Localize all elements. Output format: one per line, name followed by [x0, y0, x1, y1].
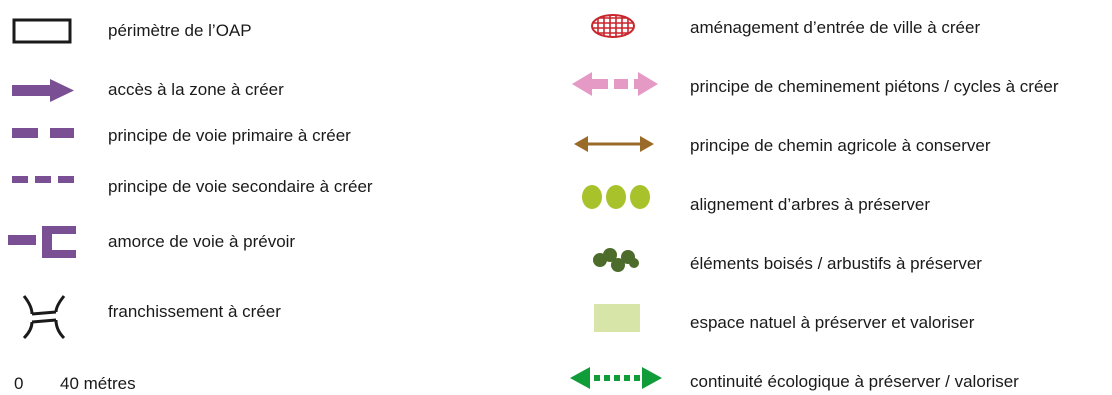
double-arrow-thin-icon — [574, 136, 654, 152]
legend-label-voie-secondaire: principe de voie secondaire à créer — [108, 177, 373, 196]
double-arrow-dashed-icon — [572, 72, 658, 96]
dashed-thin-line-icon — [12, 176, 74, 183]
legend-label-voie-primaire: principe de voie primaire à créer — [108, 126, 351, 145]
legend-label-franchissement: franchissement à créer — [108, 302, 281, 321]
legend-label-amorce: amorce de voie à prévoir — [108, 232, 296, 251]
green-area-icon — [594, 304, 640, 332]
bridge-crossing-icon — [22, 295, 66, 340]
hatched-ellipse-icon — [591, 14, 635, 38]
legend-label-entree-ville: aménagement d’entrée de ville à créer — [690, 18, 981, 37]
dashed-thick-line-icon — [12, 128, 74, 138]
legend-label-continuite: continuité écologique à préserver / valo… — [690, 372, 1019, 391]
scale-distance-label: 40 métres — [60, 374, 136, 393]
legend-label-perimetre: périmètre de l’OAP — [108, 21, 252, 40]
three-ovals-icon — [582, 185, 650, 209]
arrow-right-icon — [12, 79, 74, 102]
shrub-cluster-icon — [593, 248, 639, 272]
double-arrow-dotted-icon — [570, 367, 662, 389]
legend-label-espace-naturel: espace natuel à préserver et valoriser — [690, 313, 975, 332]
road-stub-icon — [8, 226, 76, 258]
legend-label-elements-boises: éléments boisés / arbustifs à préserver — [690, 254, 982, 273]
legend-label-chemin-agricole: principe de chemin agricole à conserver — [690, 136, 991, 155]
legend-label-alignement-arbres: alignement d’arbres à préserver — [690, 195, 931, 214]
legend-label-acces: accès à la zone à créer — [108, 80, 284, 99]
rectangle-outline-icon — [12, 18, 72, 44]
scale-zero-label: 0 — [14, 374, 24, 393]
legend-label-cheminement: principe de cheminement piétons / cycles… — [690, 77, 1059, 96]
